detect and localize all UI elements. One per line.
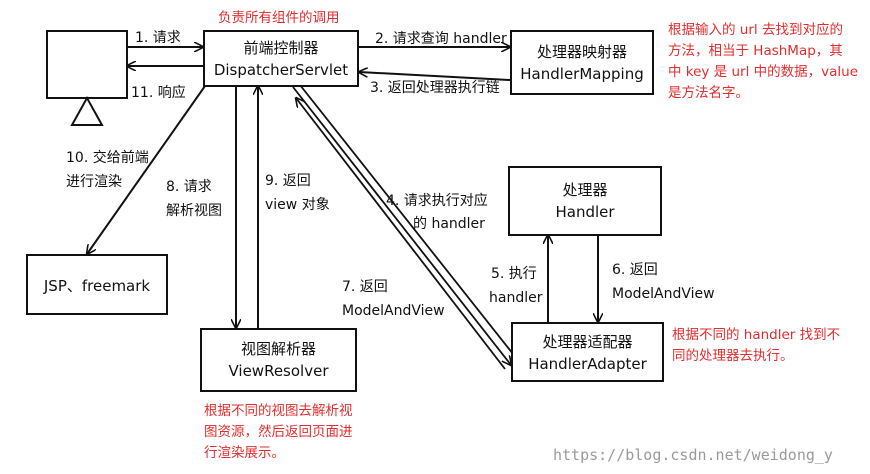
handler-box: 处理器 Handler bbox=[508, 166, 662, 236]
adapter-subtitle: HandlerAdapter bbox=[528, 355, 647, 373]
label-step-3: 3. 返回处理器执行链 bbox=[370, 80, 500, 96]
user-icon bbox=[46, 30, 128, 126]
handler-mapping-box: 处理器映射器 HandlerMapping bbox=[510, 30, 654, 95]
mapping-note: 根据输入的 url 去找到对应的 方法，相当于 HashMap，其 中 key … bbox=[668, 22, 859, 101]
resolver-note: 根据不同的视图去解析视 图资源，然后返回页面进 行渲染展示。 bbox=[204, 403, 353, 461]
watermark-url: https://blog.csdn.net/weidong_y bbox=[553, 446, 833, 464]
label-step-7-line1: 7. 返回 bbox=[342, 279, 388, 295]
label-step-5-line1: 5. 执行 bbox=[491, 266, 537, 282]
label-step-10-line2: 进行渲染 bbox=[66, 174, 122, 190]
arrow-step-4 bbox=[292, 84, 518, 365]
jsp-title: JSP、freemark bbox=[43, 277, 151, 295]
resolver-title: 视图解析器 bbox=[240, 340, 316, 358]
mapping-subtitle: HandlerMapping bbox=[520, 65, 644, 83]
dispatcher-servlet-box: 前端控制器 DispatcherServlet bbox=[203, 30, 359, 87]
label-step-1: 1. 请求 bbox=[135, 30, 181, 46]
label-step-11: 11. 响应 bbox=[131, 85, 186, 101]
arrow-step-3 bbox=[359, 72, 511, 81]
arrow-step-7 bbox=[296, 98, 506, 370]
mapping-title: 处理器映射器 bbox=[536, 43, 627, 61]
label-step-10-line1: 10. 交给前端 bbox=[66, 150, 149, 166]
label-step-9-line2: view 对象 bbox=[265, 197, 330, 213]
dispatcher-title: 前端控制器 bbox=[243, 39, 319, 57]
label-step-7-line2: ModelAndView bbox=[342, 303, 445, 319]
jsp-view-box: JSP、freemark bbox=[26, 254, 168, 315]
label-step-6-line2: ModelAndView bbox=[612, 286, 715, 302]
label-step-6-line1: 6. 返回 bbox=[612, 262, 658, 278]
label-step-9-line1: 9. 返回 bbox=[265, 173, 311, 189]
handler-subtitle: Handler bbox=[555, 203, 615, 221]
label-step-8-line1: 8. 请求 bbox=[166, 179, 212, 195]
adapter-title: 处理器适配器 bbox=[542, 333, 633, 351]
label-step-4-line2: 的 handler bbox=[413, 216, 485, 232]
label-step-2: 2. 请求查询 handler bbox=[375, 31, 507, 47]
handler-adapter-box: 处理器适配器 HandlerAdapter bbox=[511, 322, 664, 382]
view-resolver-box: 视图解析器 ViewResolver bbox=[200, 328, 357, 392]
handler-title: 处理器 bbox=[562, 181, 608, 199]
adapter-note: 根据不同的 handler 找到不 同的处理器去执行。 bbox=[672, 327, 841, 364]
dispatcher-note: 负责所有组件的调用 bbox=[218, 10, 340, 26]
dispatcher-subtitle: DispatcherServlet bbox=[213, 61, 349, 79]
arrow-step-10 bbox=[87, 85, 206, 254]
resolver-subtitle: ViewResolver bbox=[228, 362, 329, 380]
label-step-8-line2: 解析视图 bbox=[166, 203, 222, 219]
label-step-4-line1: 4. 请求执行对应 bbox=[386, 193, 488, 209]
label-step-5-line2: handler bbox=[489, 290, 543, 306]
